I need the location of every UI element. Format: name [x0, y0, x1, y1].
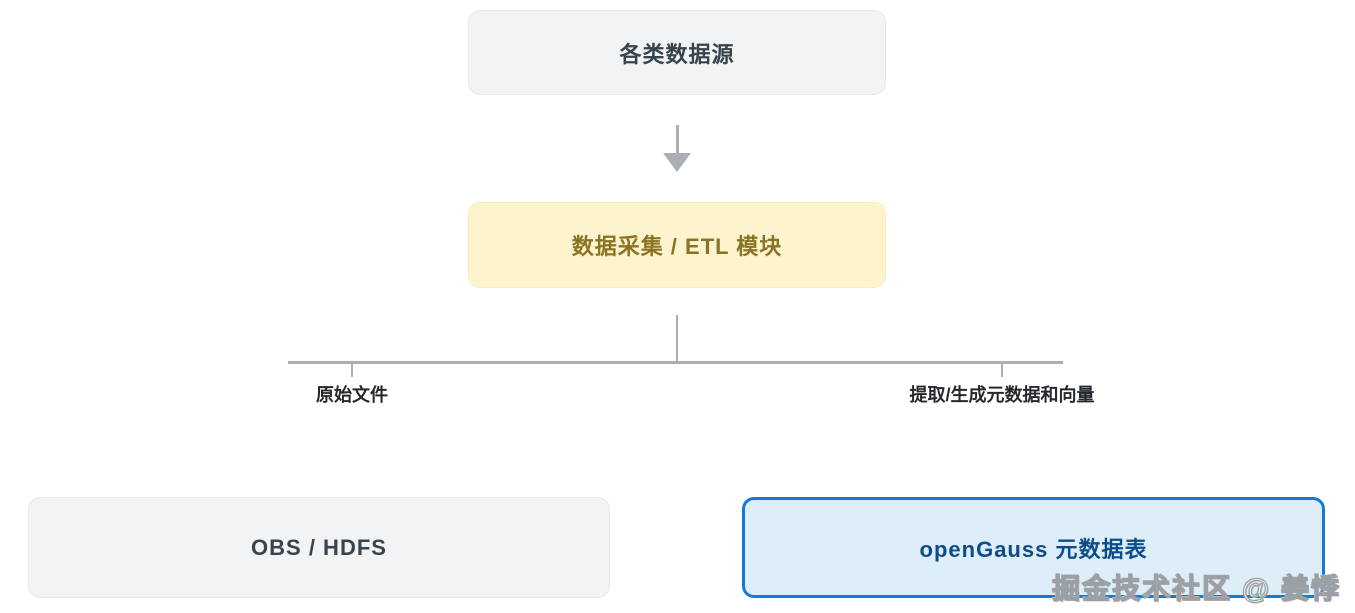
node-obs-hdfs-label: OBS / HDFS	[251, 534, 387, 560]
node-opengauss-table-label: openGauss 元数据表	[919, 536, 1148, 562]
node-etl-module: 数据采集 / ETL 模块	[468, 202, 886, 288]
node-data-sources: 各类数据源	[468, 10, 886, 95]
branch-label-raw-files: 原始文件	[316, 385, 388, 405]
branch-label-metadata-vectors: 提取/生成元数据和向量	[909, 385, 1095, 405]
connector-horizontal-line	[288, 361, 1063, 364]
arrow-down-head-icon	[663, 153, 691, 172]
connector-vertical-line	[676, 315, 678, 362]
node-etl-module-label: 数据采集 / ETL 模块	[571, 234, 783, 259]
node-obs-hdfs: OBS / HDFS	[28, 497, 610, 598]
node-data-sources-label: 各类数据源	[619, 41, 735, 67]
node-opengauss-table: openGauss 元数据表	[742, 497, 1325, 598]
connector-right-tick	[1001, 363, 1003, 377]
arrow-down-stem	[676, 125, 679, 155]
connector-left-tick	[351, 363, 353, 377]
